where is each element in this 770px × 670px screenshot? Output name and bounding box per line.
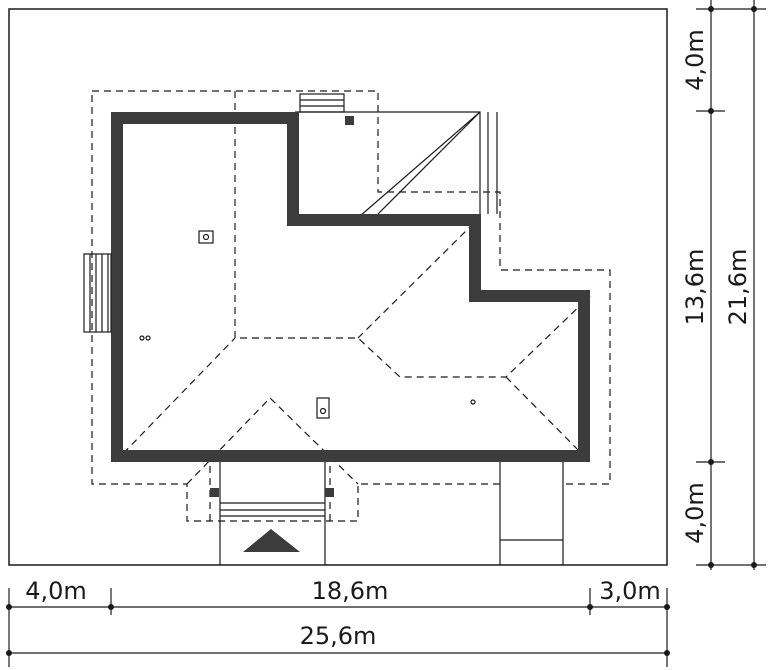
top-stairs xyxy=(299,93,345,113)
horizontal-dimension-lines xyxy=(6,588,670,667)
dim-left-setback: 4,0m xyxy=(25,577,87,605)
terrace-roof-lines xyxy=(295,111,498,217)
plot-boundary xyxy=(8,8,668,566)
roof-vent-center xyxy=(316,397,330,419)
side-stairs xyxy=(83,253,112,333)
vent-dots xyxy=(139,335,476,405)
dim-bottom-setback: 4,0m xyxy=(681,482,709,544)
vertical-dimension-lines xyxy=(696,0,766,570)
roof-vent-left xyxy=(198,230,214,244)
dim-building-depth: 13,6m xyxy=(681,249,709,326)
dim-total-width: 25,6m xyxy=(300,622,377,650)
entrance-porch xyxy=(210,462,334,565)
chimney xyxy=(345,116,354,125)
dim-building-width: 18,6m xyxy=(312,577,389,605)
dim-total-depth: 21,6m xyxy=(724,249,752,326)
dim-right-setback: 3,0m xyxy=(599,577,661,605)
exterior-walls xyxy=(111,112,590,462)
entrance-arrow xyxy=(243,529,300,552)
driveway xyxy=(499,462,564,565)
roof-overhang-outline xyxy=(91,90,611,522)
dim-top-setback: 4,0m xyxy=(681,29,709,91)
